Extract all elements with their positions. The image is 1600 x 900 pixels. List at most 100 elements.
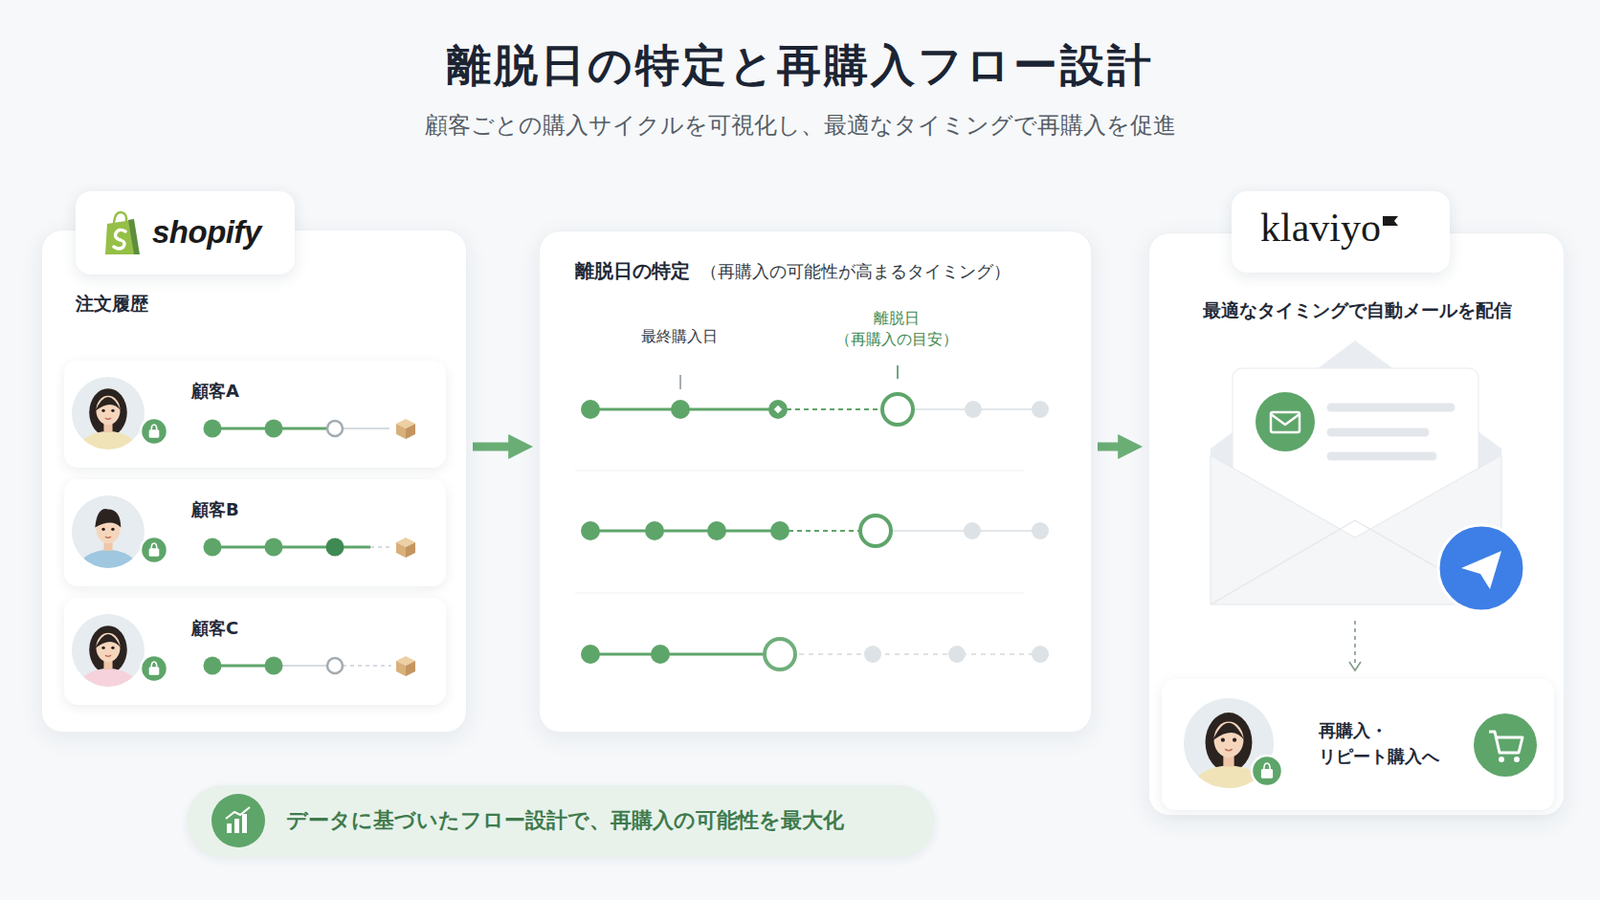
node-heading: 再購入・ リピート購入へ	[1318, 717, 1463, 770]
text-holder: 離脱日の特定	[575, 258, 690, 285]
shape-path	[94, 397, 121, 412]
timeline-line	[273, 665, 335, 667]
timeline-line	[590, 653, 780, 657]
title: 離脱日の特定と再購入フロー設計	[446, 36, 1155, 96]
text-holder: 離脱日 （再購入の目安）	[820, 308, 974, 352]
shape-rect	[234, 819, 240, 834]
shape-rect	[1261, 769, 1273, 779]
shape-polygon	[396, 661, 406, 677]
shape-ellipse	[79, 668, 138, 706]
purchase-dot	[265, 420, 284, 439]
node-illustration	[539, 231, 1093, 734]
shape-circle	[111, 409, 114, 413]
shape-path	[1264, 763, 1270, 770]
text-holder: klaviyo	[1260, 204, 1381, 251]
shape-path	[128, 219, 140, 255]
shape-ellipse	[79, 550, 138, 587]
annotation-label: 離脱日 （再購入の目安）	[820, 308, 974, 352]
shape-circle	[1513, 756, 1520, 763]
shape-path	[94, 634, 121, 649]
purchase-dot	[948, 645, 966, 664]
text-holder: 再購入・ リピート購入へ	[1318, 717, 1463, 770]
purchase-dot	[644, 521, 665, 541]
flow-arrow	[472, 443, 516, 452]
mail-panel: klaviyo再購入・ リピート購入へ最適なタイミングで自動メールを配信	[1148, 232, 1565, 817]
node-heading: 注文履歴	[75, 291, 149, 317]
text-holder: shopify	[152, 214, 262, 251]
text-holder: 顧客A	[191, 379, 240, 403]
shape-rect	[774, 405, 782, 414]
timeline-panel: 離脱日の特定（再購入の可能性が高まるタイミング）	[538, 230, 1092, 734]
shape-path	[113, 212, 127, 224]
open-dot	[882, 394, 913, 425]
shape-path	[94, 509, 121, 528]
open-dot	[860, 515, 891, 547]
source-panel: shopify顧客A顧客B顧客C注文履歴	[41, 229, 467, 734]
purchase-dot	[1031, 522, 1049, 540]
shape-path	[151, 662, 157, 668]
shape-circle	[111, 646, 114, 650]
shape-circle	[1221, 738, 1225, 743]
avatar	[79, 509, 138, 587]
cart-icon	[1473, 713, 1537, 778]
shape-ellipse	[1205, 712, 1253, 773]
avatar	[79, 388, 138, 468]
node-illustration	[64, 360, 446, 468]
node-illustration	[1161, 679, 1555, 811]
purchase-dot	[707, 521, 727, 541]
shape-rect	[1270, 412, 1300, 433]
bag-badge	[140, 536, 168, 564]
timeline-line	[590, 530, 780, 534]
shape-circle	[101, 646, 105, 650]
shape-circle	[1232, 738, 1237, 743]
result-card: 再購入・ リピート購入へ	[1161, 679, 1555, 811]
shape-path	[1488, 732, 1523, 754]
purchase-dot	[203, 538, 223, 557]
text-holder: 最適なタイミングで自動メールを配信	[1202, 298, 1512, 324]
timeline-line	[212, 665, 274, 668]
text-holder: 離脱日の特定と再購入フロー設計	[446, 36, 1155, 96]
purchase-dot	[963, 522, 981, 540]
open-dot	[327, 421, 343, 437]
timeline-line	[777, 408, 898, 411]
flow-arrow	[1097, 443, 1126, 452]
text-holder: 顧客C	[191, 617, 239, 641]
shape-circle	[111, 528, 114, 532]
node-heading: 顧客B	[191, 498, 240, 522]
summary-banner: データに基づいたフロー設計で、再購入の可能性を最大化	[186, 785, 935, 858]
text-holder: 最終購入日	[641, 327, 718, 348]
node-heading: データに基づいたフロー設計で、再購入の可能性を最大化	[286, 806, 845, 836]
node-heading: 顧客C	[191, 617, 239, 641]
customer-card: 顧客B	[64, 479, 446, 587]
open-dot	[327, 658, 343, 674]
flow-arrow	[1354, 621, 1356, 665]
logo-tab: shopify	[75, 191, 295, 275]
purchase-dot	[265, 538, 284, 557]
shape-line	[1331, 403, 1451, 413]
shape-polygon	[405, 542, 416, 558]
shape-path	[113, 229, 126, 249]
annotation-label: 最終購入日	[641, 327, 718, 348]
leader-tick	[896, 365, 899, 379]
shape-ellipse	[88, 388, 128, 437]
purchase-dot	[770, 521, 790, 541]
shape-rect	[149, 548, 160, 556]
customer-card: 顧客C	[64, 598, 446, 706]
purchase-dot	[265, 657, 284, 676]
shape-path	[1270, 414, 1300, 425]
shape-path	[1212, 723, 1245, 742]
customer-card: 顧客A	[64, 360, 446, 468]
text-holder: 注文履歴	[75, 291, 149, 317]
shape-rect	[242, 814, 247, 834]
klaviyo-flag	[1382, 216, 1399, 226]
node-heading: shopify	[152, 214, 262, 251]
purchase-dot	[1031, 645, 1049, 664]
purchase-dot	[670, 400, 690, 420]
shape-line	[1331, 452, 1433, 462]
purchase-dot	[650, 644, 670, 665]
timeline-line	[779, 653, 1041, 656]
logo-tab: klaviyo	[1231, 191, 1450, 273]
shape-ellipse	[79, 431, 138, 468]
row-divider	[575, 469, 1024, 471]
purchase-dot	[580, 400, 600, 420]
